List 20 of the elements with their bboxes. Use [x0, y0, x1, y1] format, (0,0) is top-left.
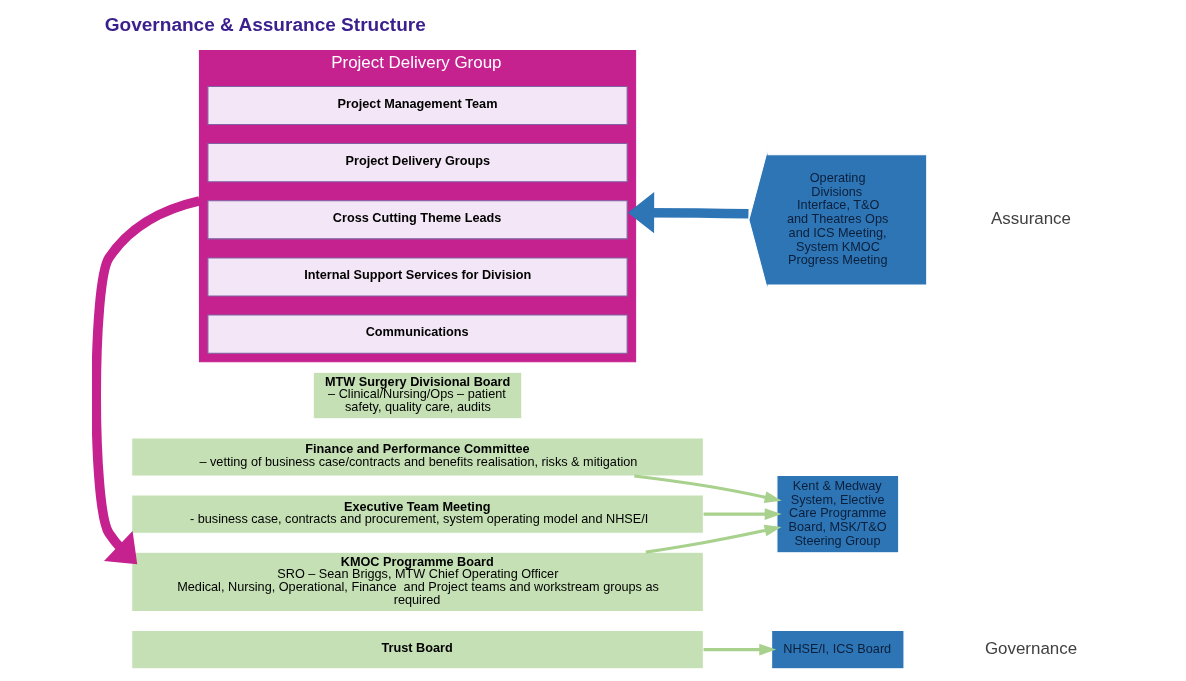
- arrow: [92, 196, 201, 565]
- node-box: Project Delivery Groups: [207, 143, 628, 183]
- arrow: [703, 643, 777, 656]
- arrow: [634, 474, 782, 504]
- label: Assurance: [991, 208, 1071, 228]
- arrow: [703, 508, 782, 521]
- label: Governance: [984, 638, 1078, 658]
- node-box: NHSE/I, ICS Board: [771, 630, 905, 670]
- diagram-title: Governance & Assurance Structure: [104, 13, 426, 35]
- node-box: KMOC Programme Board SRO – Sean Briggs, MTW Chief Operating Officer Medical, Nursing, Operational, Finance and Project teams and workstream groups as required: [131, 551, 704, 613]
- node-box: MTW Surgery Divisional Board – Clinical/Nursing/Ops – patient safety, quality care, audits: [312, 371, 523, 420]
- node-box: Internal Support Services for Division: [207, 257, 628, 297]
- node-box: Communications: [207, 314, 628, 354]
- node-box: Finance and Performance Committee – vetting of business case/contracts and benefits realisation, risks & mitigation: [131, 437, 704, 477]
- node-box: Trust Board: [131, 630, 704, 670]
- node-box: Cross Cutting Theme Leads: [207, 200, 628, 240]
- arrow: [627, 192, 749, 234]
- node-box: Kent & Medway System, Elective Care Programme Board, MSK/T&O Steering Group: [776, 474, 900, 554]
- node-box: Project Management Team: [207, 85, 628, 126]
- node-box: Executive Team Meeting - business case, contracts and procurement, system operating model and NHSE/I: [131, 494, 704, 534]
